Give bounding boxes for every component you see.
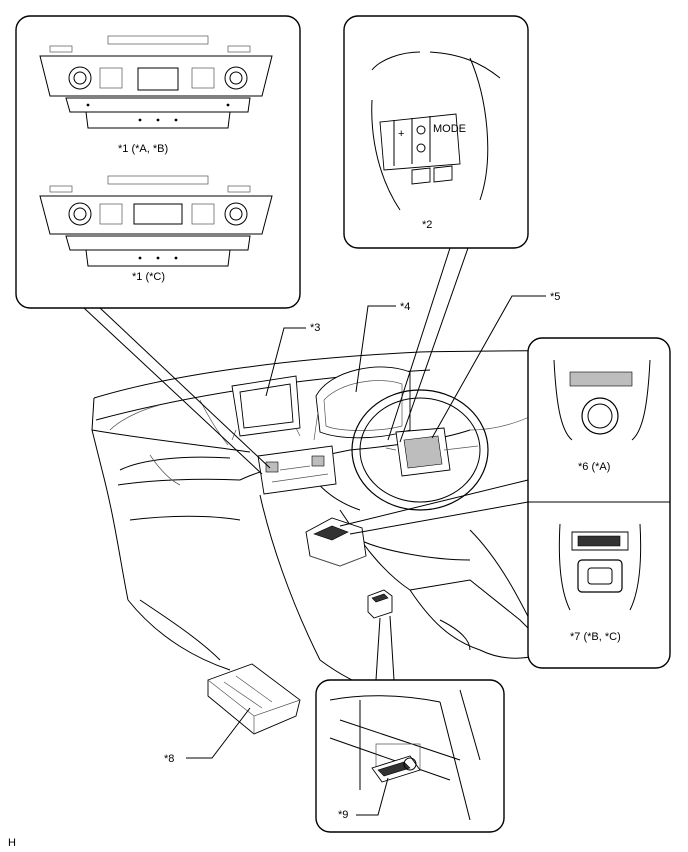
- callout-3: *3: [310, 322, 320, 334]
- callout-7: *7 (*B, *C): [570, 631, 621, 643]
- console-switch-bc-detail: [558, 523, 642, 611]
- component-9-module: [367, 589, 393, 619]
- callout-1-ab: *1 (*A, *B): [118, 143, 168, 155]
- component-8-unit: [207, 663, 301, 735]
- component-5-steering-wheel: [351, 389, 489, 511]
- leader-8: [186, 707, 251, 759]
- switch-mode-label: MODE: [433, 123, 466, 135]
- steering-switch-detail: + MODE: [371, 51, 501, 211]
- console-switch-a-detail: [553, 359, 651, 441]
- leader-box2-left: [387, 247, 451, 441]
- leader-box1-right: [99, 307, 271, 469]
- leader-box1-left: [83, 307, 263, 475]
- leader-box67-bottom: [349, 501, 529, 535]
- detail-box-panel: [15, 15, 301, 309]
- component-6-7-console-switch: [305, 517, 367, 567]
- callout-4: *4: [400, 301, 410, 313]
- detail-box-console-switch: [527, 337, 671, 669]
- leader-3: [265, 327, 306, 397]
- leader-box67-top: [339, 479, 529, 527]
- module-detail: [329, 689, 481, 821]
- component-4-meter: [313, 366, 411, 441]
- corner-code: H: [8, 837, 16, 849]
- callout-1-c: *1 (*C): [132, 271, 165, 283]
- switch-plus-label: +: [398, 128, 404, 140]
- component-1-panel-installed: [257, 445, 337, 495]
- leader-box9-left: [375, 617, 381, 681]
- callout-2: *2: [422, 219, 432, 231]
- leader-box9-right: [389, 615, 395, 681]
- callout-9: *9: [338, 809, 348, 821]
- callout-8: *8: [164, 753, 174, 765]
- callout-5: *5: [550, 291, 560, 303]
- leader-9: [356, 777, 389, 816]
- callout-6: *6 (*A): [578, 461, 610, 473]
- leader-box2-right: [399, 247, 469, 443]
- panel-variant-c: [39, 175, 273, 267]
- panel-variant-ab: [39, 35, 273, 129]
- leader-5: [431, 295, 546, 439]
- leader-4: [355, 305, 396, 393]
- component-3-display: [231, 375, 301, 441]
